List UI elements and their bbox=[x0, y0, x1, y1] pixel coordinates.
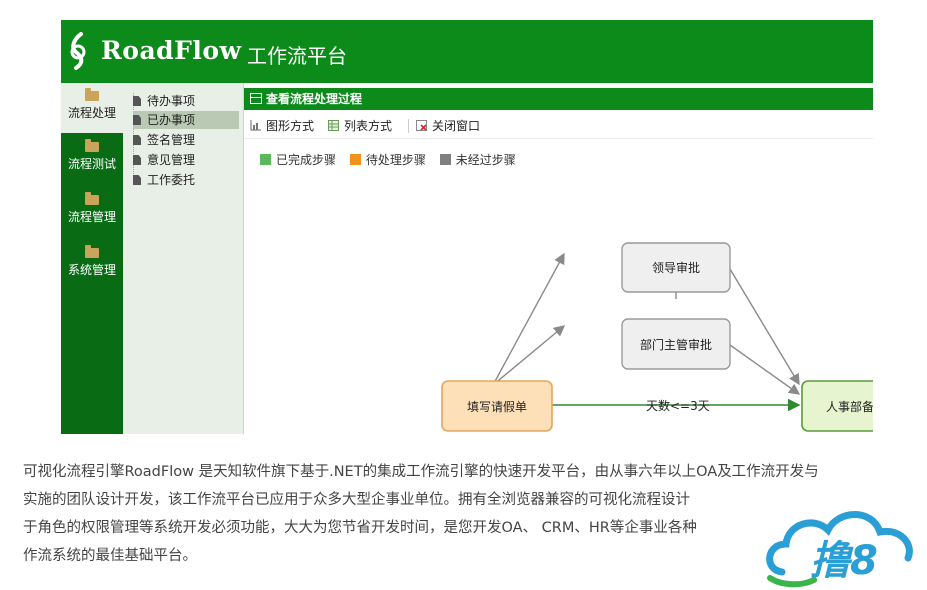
folder-icon bbox=[85, 88, 99, 101]
edge-dept-to-hr bbox=[729, 344, 801, 395]
node-label: 部门主管审批 bbox=[640, 337, 712, 352]
app-logo-subtitle: 工作流平台 bbox=[247, 44, 347, 68]
node-dept-approval[interactable]: 部门主管审批 bbox=[621, 318, 731, 370]
description-line: 实施的团队设计开发，该工作流平台已应用于众多大型企事业单位。拥有全浏览器兼容的可… bbox=[23, 492, 690, 508]
nav-item-process[interactable]: 流程处理 bbox=[61, 83, 123, 133]
node-label: 填写请假单 bbox=[467, 400, 527, 414]
legend-swatch bbox=[439, 154, 451, 165]
legend-label: 未经过步骤 bbox=[455, 153, 516, 167]
legend-item-pending: 待处理步骤 bbox=[349, 151, 426, 168]
description-line: 于角色的权限管理等系统开发必须功能，大大为您节省开发时间，是您开发OA、 CRM… bbox=[23, 520, 697, 536]
legend-item-completed: 已完成步骤 bbox=[260, 151, 336, 168]
left-nav: 流程处理 流程测试 流程管理 系统管理 bbox=[61, 83, 123, 434]
nav-item-system[interactable]: 系统管理 bbox=[61, 244, 123, 290]
watermark-text: 撸8 bbox=[810, 538, 878, 584]
legend-swatch bbox=[260, 154, 271, 165]
nav-item-label: 流程测试 bbox=[67, 157, 116, 171]
tree-item-label: 已办事项 bbox=[147, 113, 196, 127]
description-line: 作流系统的最佳基础平台。 bbox=[23, 548, 197, 564]
close-window-icon bbox=[416, 120, 427, 131]
chart-icon bbox=[250, 120, 261, 131]
nav-item-label: 流程处理 bbox=[67, 106, 116, 120]
graph-mode-label: 图形方式 bbox=[266, 119, 315, 133]
description-line: 可视化流程引擎RoadFlow 是天知软件旗下基于.NET的集成工作流引擎的快速… bbox=[23, 464, 819, 480]
nav-item-manage[interactable]: 流程管理 bbox=[61, 191, 123, 237]
panel-header: 查看流程处理过程 bbox=[244, 88, 873, 110]
legend-label: 已完成步骤 bbox=[276, 153, 337, 167]
app-screenshot: RoadFlow 工作流平台 流程处理 流程测试 流程管理 系统管理 待办事项 … bbox=[61, 20, 873, 434]
tree-item-delegate[interactable]: 工作委托 bbox=[133, 171, 195, 189]
roadflow-logo-icon bbox=[70, 32, 86, 70]
close-window-label: 关闭窗口 bbox=[432, 119, 481, 133]
tree-item-done[interactable]: 已办事项 bbox=[133, 111, 239, 129]
edge-start-to-leader bbox=[492, 252, 565, 386]
edge-condition-label: 天数<=3天 bbox=[646, 398, 710, 413]
toolbar-divider bbox=[408, 119, 409, 133]
sub-menu-tree: 待办事项 已办事项 签名管理 意见管理 工作委托 bbox=[123, 83, 244, 434]
tree-item-opinion[interactable]: 意见管理 bbox=[133, 151, 195, 169]
tree-item-label: 意见管理 bbox=[147, 153, 196, 167]
folder-icon bbox=[85, 139, 99, 152]
nav-item-label: 流程管理 bbox=[67, 210, 116, 224]
legend-swatch bbox=[349, 154, 361, 165]
node-hr-record[interactable]: 人事部备案 bbox=[801, 380, 873, 432]
panel-toolbar: 图形方式 列表方式 关闭窗口 bbox=[244, 114, 873, 139]
list-mode-button[interactable]: 列表方式 bbox=[328, 114, 392, 138]
node-label: 领导审批 bbox=[652, 260, 700, 275]
table-icon bbox=[250, 93, 262, 104]
tree-item-signature[interactable]: 签名管理 bbox=[133, 131, 195, 149]
node-label: 人事部备案 bbox=[826, 399, 873, 414]
node-leader-approval[interactable]: 领导审批 bbox=[621, 242, 731, 293]
panel-title: 查看流程处理过程 bbox=[266, 92, 363, 106]
top-banner: RoadFlow 工作流平台 bbox=[61, 20, 873, 83]
list-mode-label: 列表方式 bbox=[344, 119, 393, 133]
nav-item-test[interactable]: 流程测试 bbox=[61, 138, 123, 184]
legend-label: 待处理步骤 bbox=[365, 153, 426, 167]
workflow-diagram: 天数<=3天 领导审批 部门主管审批 填写请假单 人事部备案 bbox=[441, 242, 873, 432]
document-icon bbox=[133, 115, 141, 125]
graph-mode-button[interactable]: 图形方式 bbox=[250, 114, 314, 138]
list-icon bbox=[328, 120, 339, 131]
document-icon bbox=[133, 96, 141, 106]
folder-icon bbox=[85, 192, 99, 205]
edge-leader-to-hr bbox=[729, 268, 800, 386]
edge-start-to-dept bbox=[492, 325, 566, 386]
app-logo-text: RoadFlow bbox=[101, 36, 242, 65]
document-icon bbox=[133, 175, 141, 185]
document-icon bbox=[133, 155, 141, 165]
folder-icon bbox=[85, 245, 99, 258]
nav-item-label: 系统管理 bbox=[67, 263, 116, 277]
flow-view-panel: 查看流程处理过程 图形方式 列表方式 关闭窗口 已完成步骤 待处理步骤 未经过步… bbox=[244, 83, 873, 434]
node-fill-leave-form[interactable]: 填写请假单 bbox=[441, 380, 553, 432]
description-text: 可视化流程引擎RoadFlow 是天知软件旗下基于.NET的集成工作流引擎的快速… bbox=[23, 458, 903, 570]
close-window-button[interactable]: 关闭窗口 bbox=[416, 114, 480, 138]
tree-item-label: 待办事项 bbox=[147, 94, 196, 108]
legend-item-not-passed: 未经过步骤 bbox=[439, 151, 516, 168]
watermark-logo: 撸8 bbox=[766, 511, 913, 588]
tree-item-label: 工作委托 bbox=[147, 173, 196, 187]
tree-item-todo[interactable]: 待办事项 bbox=[133, 92, 195, 110]
document-icon bbox=[133, 135, 141, 145]
tree-item-label: 签名管理 bbox=[147, 133, 196, 147]
status-legend: 已完成步骤 待处理步骤 未经过步骤 bbox=[260, 151, 526, 168]
